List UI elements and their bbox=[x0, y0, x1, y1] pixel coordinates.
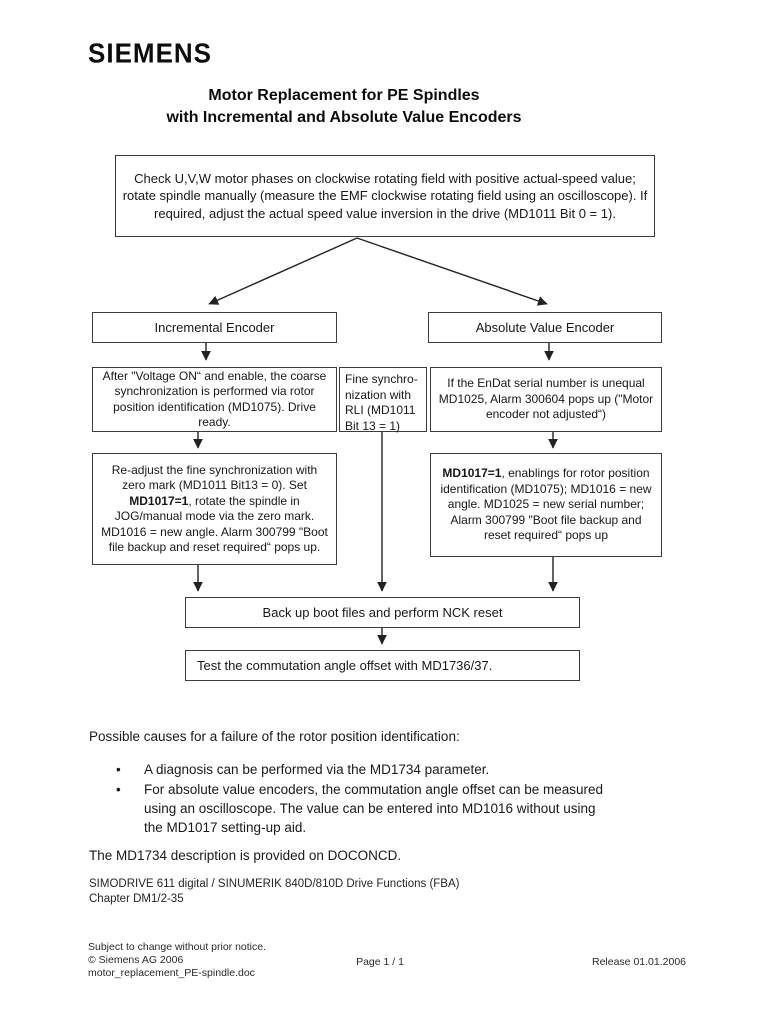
flow-box-backup-boot-files-text: Back up boot files and perform NCK reset bbox=[262, 604, 503, 620]
flow-box-readjust-fine-sync-text: Re-adjust the fine synchronization with … bbox=[99, 463, 330, 556]
possible-causes-heading: Possible causes for a failure of the rot… bbox=[89, 729, 460, 744]
flow-box-fine-sync-text: Fine synchro-nization with RLI (MD1011 B… bbox=[345, 372, 418, 433]
readjust-post: , rotate the spindle in JOG/manual mode … bbox=[101, 493, 328, 555]
enablings-bold: MD1017=1 bbox=[442, 466, 502, 481]
flow-box-coarse-sync: After "Voltage ON“ and enable, the coars… bbox=[92, 367, 337, 432]
footer-copyright: © Siemens AG 2006 bbox=[88, 954, 184, 966]
bullet-text-diagnosis: A diagnosis can be performed via the MD1… bbox=[144, 762, 490, 777]
flow-box-check-phases: Check U,V,W motor phases on clockwise ro… bbox=[115, 155, 655, 237]
footer-left-block: Subject to change without prior notice. … bbox=[88, 941, 266, 980]
flow-box-fine-sync: Fine synchro-nization with RLI (MD1011 B… bbox=[339, 367, 427, 433]
readjust-pre: Re-adjust the fine synchronization with … bbox=[111, 462, 318, 493]
footer-page-number: Page 1 / 1 bbox=[356, 956, 404, 968]
flow-box-coarse-sync-text: After "Voltage ON“ and enable, the coars… bbox=[102, 368, 327, 430]
flow-box-absolute-encoder: Absolute Value Encoder bbox=[428, 312, 662, 343]
flow-box-endat-serial: If the EnDat serial number is unequal MD… bbox=[430, 367, 662, 432]
flow-box-enablings-rotor: MD1017=1, enablings for rotor position i… bbox=[430, 453, 662, 557]
flow-box-enablings-rotor-text: MD1017=1, enablings for rotor position i… bbox=[437, 466, 655, 544]
flow-box-endat-serial-text: If the EnDat serial number is unequal MD… bbox=[438, 376, 654, 422]
enablings-post: , enablings for rotor position identific… bbox=[440, 466, 652, 543]
footer-notice: Subject to change without prior notice. bbox=[88, 941, 267, 953]
flow-box-absolute-encoder-text: Absolute Value Encoder bbox=[475, 319, 615, 335]
flow-box-backup-boot-files: Back up boot files and perform NCK reset bbox=[185, 597, 580, 628]
flow-box-check-phases-text: Check U,V,W motor phases on clockwise ro… bbox=[122, 170, 648, 221]
flow-box-incremental-encoder-text: Incremental Encoder bbox=[154, 319, 275, 335]
list-item: • A diagnosis can be performed via the M… bbox=[112, 760, 617, 779]
footer-filename: motor_replacement_PE-spindle.doc bbox=[88, 967, 255, 979]
flow-box-readjust-fine-sync: Re-adjust the fine synchronization with … bbox=[92, 453, 337, 565]
page-title-line1: Motor Replacement for PE Spindles bbox=[208, 87, 480, 104]
readjust-bold: MD1017=1 bbox=[129, 493, 189, 508]
flow-box-incremental-encoder: Incremental Encoder bbox=[92, 312, 337, 343]
bullet-text-absolute-encoders: For absolute value encoders, the commuta… bbox=[144, 782, 604, 835]
list-item: • For absolute value encoders, the commu… bbox=[112, 780, 617, 837]
footer-release-date: Release 01.01.2006 bbox=[592, 956, 686, 968]
md1734-note: The MD1734 description is provided on DO… bbox=[89, 848, 402, 863]
causes-bullet-list: • A diagnosis can be performed via the M… bbox=[112, 760, 617, 838]
reference-line-1: SIMODRIVE 611 digital / SINUMERIK 840D/8… bbox=[89, 878, 460, 890]
reference-line-2: Chapter DM1/2-35 bbox=[89, 893, 184, 905]
page-title: Motor Replacement for PE Spindles with I… bbox=[88, 85, 600, 129]
flow-box-test-commutation: Test the commutation angle offset with M… bbox=[185, 650, 580, 681]
bullet-icon: • bbox=[116, 782, 121, 797]
flow-box-test-commutation-text: Test the commutation angle offset with M… bbox=[197, 657, 493, 673]
page-title-line2: with Incremental and Absolute Value Enco… bbox=[166, 109, 522, 126]
siemens-logo: SIEMENS bbox=[88, 37, 213, 69]
bullet-icon: • bbox=[116, 762, 121, 777]
